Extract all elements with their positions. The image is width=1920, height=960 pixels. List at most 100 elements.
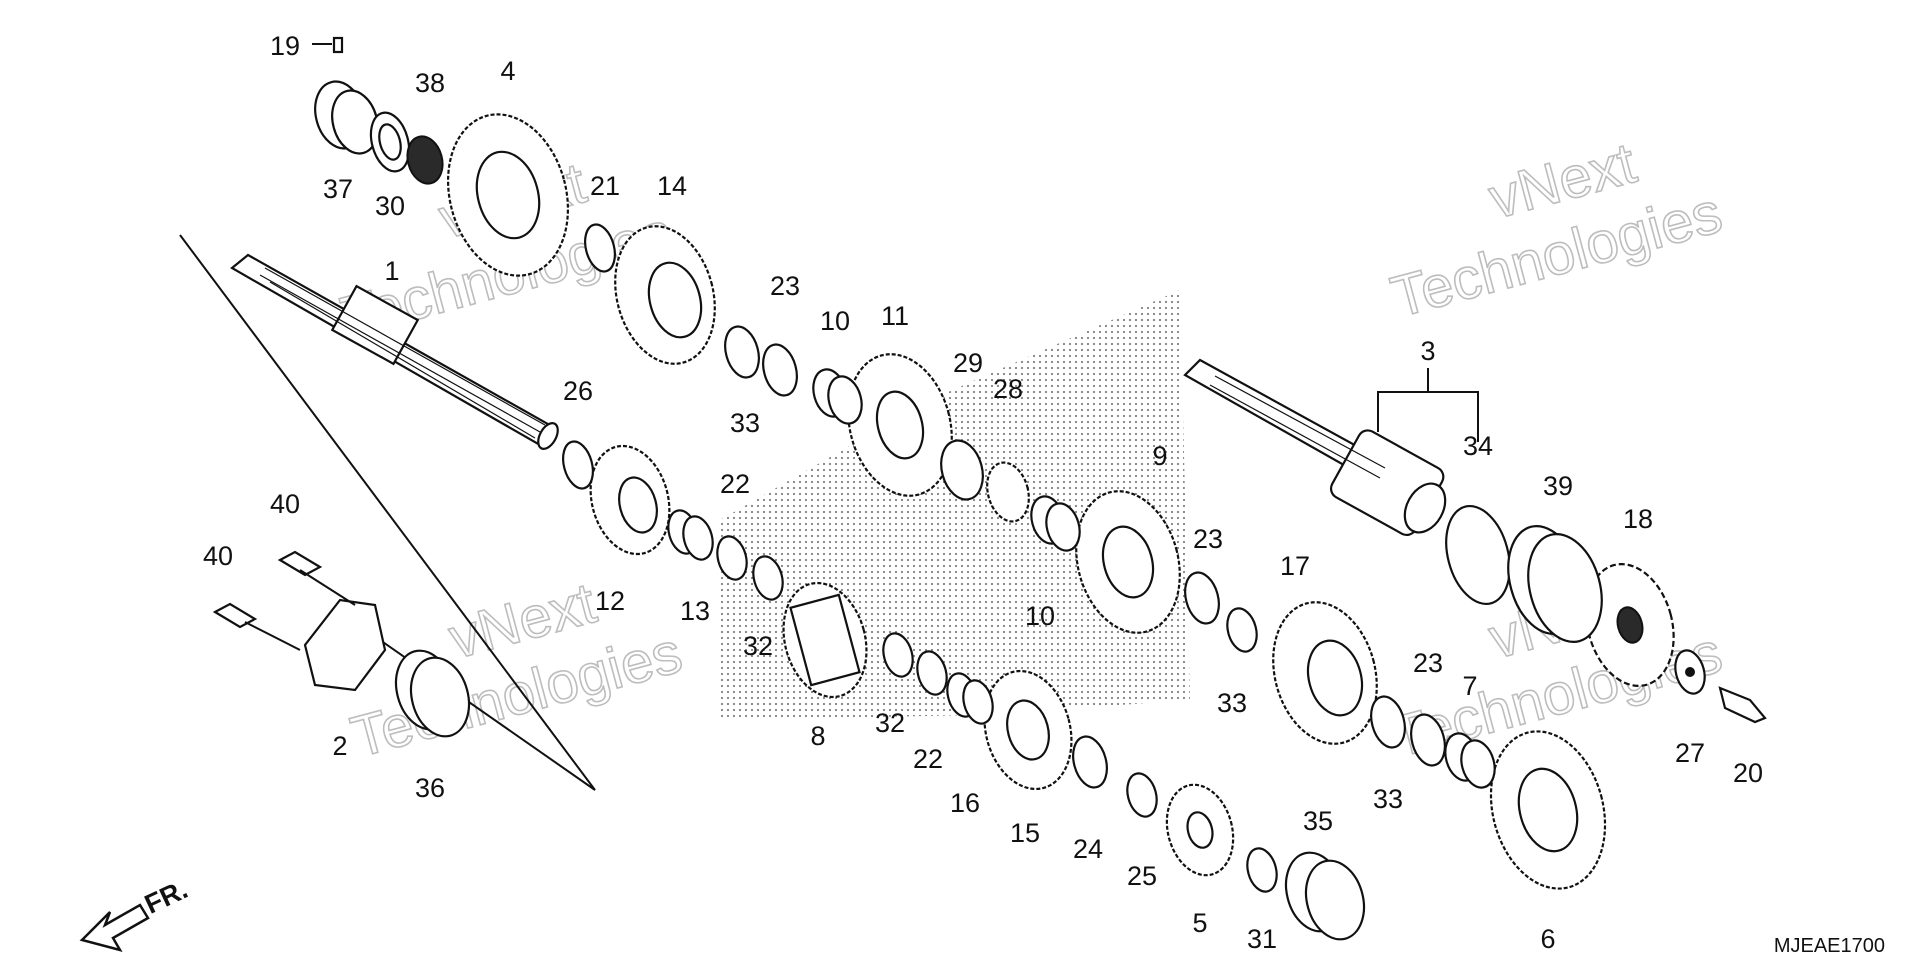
callout-22b: 22 — [913, 744, 943, 774]
callout-38: 38 — [415, 68, 445, 98]
bearing-38 — [406, 135, 444, 185]
bolt-20 — [1718, 686, 1767, 724]
callout-36: 36 — [415, 773, 445, 803]
callout-29: 29 — [953, 348, 983, 378]
washer-32a — [752, 555, 784, 601]
washer-28 — [986, 461, 1030, 523]
callout-30: 30 — [375, 191, 405, 221]
counter-shaft — [1183, 358, 1447, 537]
callout-27: 27 — [1675, 738, 1705, 768]
bearing-35 — [1284, 851, 1366, 941]
callout-6: 6 — [1540, 924, 1555, 954]
callout-28: 28 — [993, 374, 1023, 404]
callout-22a: 22 — [720, 469, 750, 499]
callout-25: 25 — [1127, 861, 1157, 891]
callout-14: 14 — [657, 171, 687, 201]
callout-17: 17 — [1280, 551, 1310, 581]
callout-21: 21 — [590, 171, 620, 201]
callout-19: 19 — [270, 31, 300, 61]
callout-40a: 40 — [270, 489, 300, 519]
callout-33c: 33 — [1373, 784, 1403, 814]
bushing-10b — [1030, 495, 1081, 552]
washer-31 — [1246, 847, 1278, 893]
callout-35: 35 — [1303, 806, 1333, 836]
bearing-39 — [1507, 525, 1603, 643]
washer-23b — [1184, 571, 1220, 625]
callout-37: 37 — [323, 174, 353, 204]
sprocket-18 — [1585, 563, 1675, 687]
leader-line — [244, 621, 301, 651]
callout-23b: 23 — [1193, 524, 1223, 554]
leader-line — [299, 569, 356, 606]
callout-15: 15 — [1010, 818, 1040, 848]
callout-20: 20 — [1733, 758, 1763, 788]
main-shaft — [230, 253, 559, 450]
callout-13: 13 — [680, 596, 710, 626]
gear-9 — [1075, 490, 1181, 634]
callout-31: 31 — [1247, 924, 1277, 954]
washer-24 — [1072, 735, 1108, 789]
bearing-37 — [314, 80, 379, 155]
callout-3: 3 — [1420, 336, 1435, 366]
diagram-code: MJEAE1700 — [1774, 935, 1885, 957]
gear-11 — [847, 353, 953, 497]
callout-2: 2 — [332, 731, 347, 761]
washer-22a — [716, 535, 748, 581]
callout-12: 12 — [595, 586, 625, 616]
washer-29 — [940, 439, 984, 501]
gear-14 — [614, 225, 716, 365]
washer-33b — [1226, 607, 1258, 653]
callout-23a: 23 — [770, 271, 800, 301]
callout-39: 39 — [1543, 471, 1573, 501]
callout-32a: 32 — [743, 631, 773, 661]
washer-21 — [584, 223, 616, 273]
callout-labels: 1 2 3 4 5 6 7 8 9 10 10 11 12 13 14 15 1… — [203, 31, 1763, 954]
callout-1: 1 — [384, 256, 399, 286]
washer-23a — [762, 343, 798, 397]
callout-32b: 32 — [875, 708, 905, 738]
gear-6 — [1489, 730, 1607, 890]
washer-25 — [1126, 772, 1158, 818]
callout-23c: 23 — [1413, 648, 1443, 678]
callout-7: 7 — [1462, 671, 1477, 701]
washer-23c — [1410, 713, 1446, 767]
washer-32b — [882, 632, 914, 678]
bolt-40b — [212, 602, 258, 629]
oring-34 — [1445, 504, 1511, 606]
front-direction-arrow: FR. — [79, 874, 192, 952]
gear-5 — [1165, 783, 1235, 877]
callout-8: 8 — [810, 721, 825, 751]
callout-34: 34 — [1463, 431, 1493, 461]
washer-33a — [724, 325, 760, 379]
callout-5: 5 — [1192, 908, 1207, 938]
callout-33b: 33 — [1217, 688, 1247, 718]
washer-22b — [916, 650, 948, 696]
pin-19-icon — [332, 36, 344, 54]
bushing-16 — [946, 672, 994, 725]
washer-30 — [369, 111, 411, 173]
washer-33c — [1370, 695, 1406, 749]
callout-11: 11 — [881, 301, 909, 331]
bushing-10a — [812, 368, 863, 425]
front-direction-label: FR. — [140, 874, 192, 920]
gear-4 — [446, 113, 570, 277]
callout-33a: 33 — [730, 408, 760, 438]
bearing-36 — [394, 649, 471, 738]
callout-9: 9 — [1152, 441, 1167, 471]
bushing-7 — [1444, 732, 1496, 789]
washer-27 — [1674, 649, 1706, 695]
gear-8 — [782, 581, 868, 699]
bolt-40a — [277, 550, 323, 577]
callout-10b: 10 — [1025, 601, 1055, 631]
gear-12 — [589, 444, 671, 556]
callout-4: 4 — [500, 56, 515, 86]
plate-2 — [303, 598, 387, 692]
callout-24: 24 — [1073, 834, 1103, 864]
callout-10a: 10 — [820, 306, 850, 336]
washer-26 — [562, 440, 594, 490]
gear-15 — [983, 669, 1073, 791]
callout-16: 16 — [950, 788, 980, 818]
gear-17 — [1272, 601, 1378, 745]
callout-26: 26 — [563, 376, 593, 406]
